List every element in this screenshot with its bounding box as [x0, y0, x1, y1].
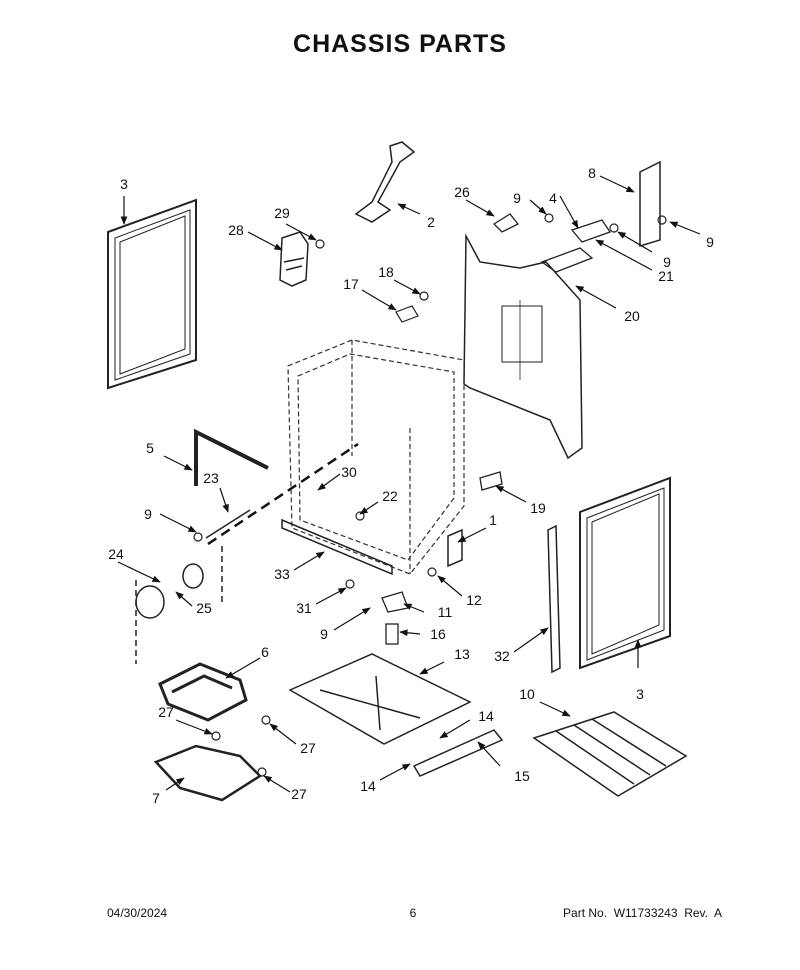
callout-11: 11: [437, 604, 453, 620]
callout-20: 20: [624, 308, 640, 324]
callout-27-mid: 27: [300, 740, 316, 756]
callout-10: 10: [519, 686, 535, 702]
door-gasket-right: [579, 476, 671, 670]
callout-15: 15: [514, 768, 530, 784]
oven-rack: [532, 711, 688, 797]
callout-18: 18: [378, 264, 394, 280]
control-knob: [135, 546, 223, 664]
callout-3-left: 3: [120, 176, 128, 192]
callout-27-bottom: 27: [291, 786, 307, 802]
callout-30: 30: [341, 464, 357, 480]
bracket-part-2: [354, 141, 416, 223]
oven-cavity: [287, 339, 465, 575]
rod-part-23: [205, 509, 251, 539]
callout-31: 31: [296, 600, 312, 616]
callout-19: 19: [530, 500, 546, 516]
bracket-part-8: [639, 160, 661, 248]
callout-9-top: 9: [513, 190, 521, 206]
callout-5: 5: [146, 440, 154, 456]
screws: [193, 213, 667, 777]
callout-23: 23: [203, 470, 219, 486]
terminal-block: [540, 219, 612, 273]
callout-3-right: 3: [636, 686, 644, 702]
callout-2: 2: [427, 214, 435, 230]
oven-bottom-panel: [288, 653, 472, 745]
bracket-part-19: [479, 471, 503, 491]
callout-26: 26: [454, 184, 470, 200]
callout-22: 22: [382, 488, 398, 504]
rod-part-5: [194, 428, 269, 486]
callout-8: 8: [588, 165, 596, 181]
side-trim-strip: [547, 524, 561, 674]
callout-21: 21: [658, 268, 674, 284]
callout-7: 7: [152, 790, 160, 806]
block-part-28: [279, 231, 309, 287]
callout-27-top: 27: [158, 704, 174, 720]
callout-28: 28: [228, 222, 244, 238]
leader-lines: [117, 175, 701, 793]
callout-9-right: 9: [706, 234, 714, 250]
callout-6: 6: [261, 644, 269, 660]
footer-page-number: 6: [409, 906, 417, 920]
footer-date: 04/30/2024: [107, 906, 168, 920]
callout-1: 1: [489, 512, 497, 528]
page-title: CHASSIS PARTS: [293, 30, 507, 58]
callout-14-left: 14: [360, 778, 376, 794]
door-gasket-left: [107, 198, 197, 390]
footer-part-number: Part No. W11733243 Rev. A: [563, 906, 722, 920]
callout-25: 25: [196, 600, 212, 616]
callout-9-bottom: 9: [320, 626, 328, 642]
strip-part-33: [281, 518, 393, 576]
bake-element: [158, 662, 248, 722]
callout-9-mid: 9: [663, 254, 671, 270]
callout-16: 16: [430, 626, 446, 642]
valve-part-11: [381, 591, 409, 645]
rail-part-15: [412, 729, 504, 777]
callout-4: 4: [549, 190, 557, 206]
callout-33: 33: [274, 566, 290, 582]
callout-24: 24: [108, 546, 124, 562]
callout-14-right: 14: [478, 708, 494, 724]
back-panel: [463, 233, 583, 460]
callout-17: 17: [343, 276, 359, 292]
broil-element: [153, 744, 262, 802]
bracket-part-26: [492, 213, 520, 233]
callout-29: 29: [274, 205, 290, 221]
callout-12: 12: [466, 592, 482, 608]
callout-32: 32: [494, 648, 510, 664]
callout-13: 13: [454, 646, 470, 662]
dashed-leader-23: [207, 442, 359, 546]
switch-part-17: [395, 305, 419, 323]
hinge-part-1: [447, 528, 463, 568]
callout-9-left: 9: [144, 506, 152, 522]
